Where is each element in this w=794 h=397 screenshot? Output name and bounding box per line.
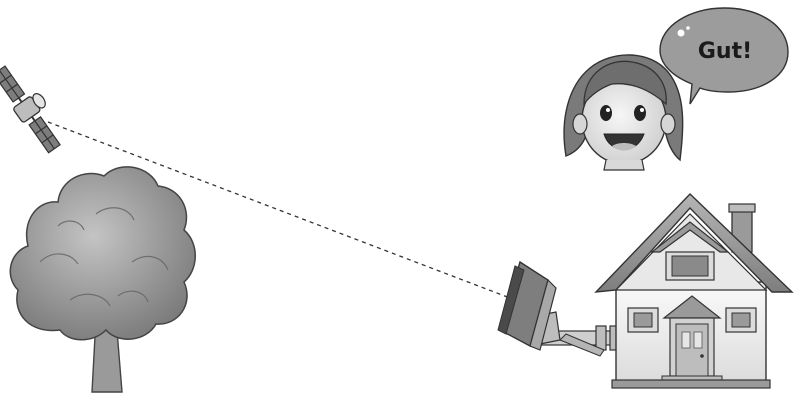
signal-line [47, 121, 511, 299]
speech-bubble: Gut! [659, 7, 789, 105]
girl-face-icon [563, 54, 684, 171]
satellite-icon [0, 65, 61, 154]
satellite-dish-icon [497, 260, 629, 357]
tree-icon [9, 166, 196, 393]
speech-bubble-text: Gut! [698, 39, 752, 64]
house-icon [594, 193, 794, 389]
